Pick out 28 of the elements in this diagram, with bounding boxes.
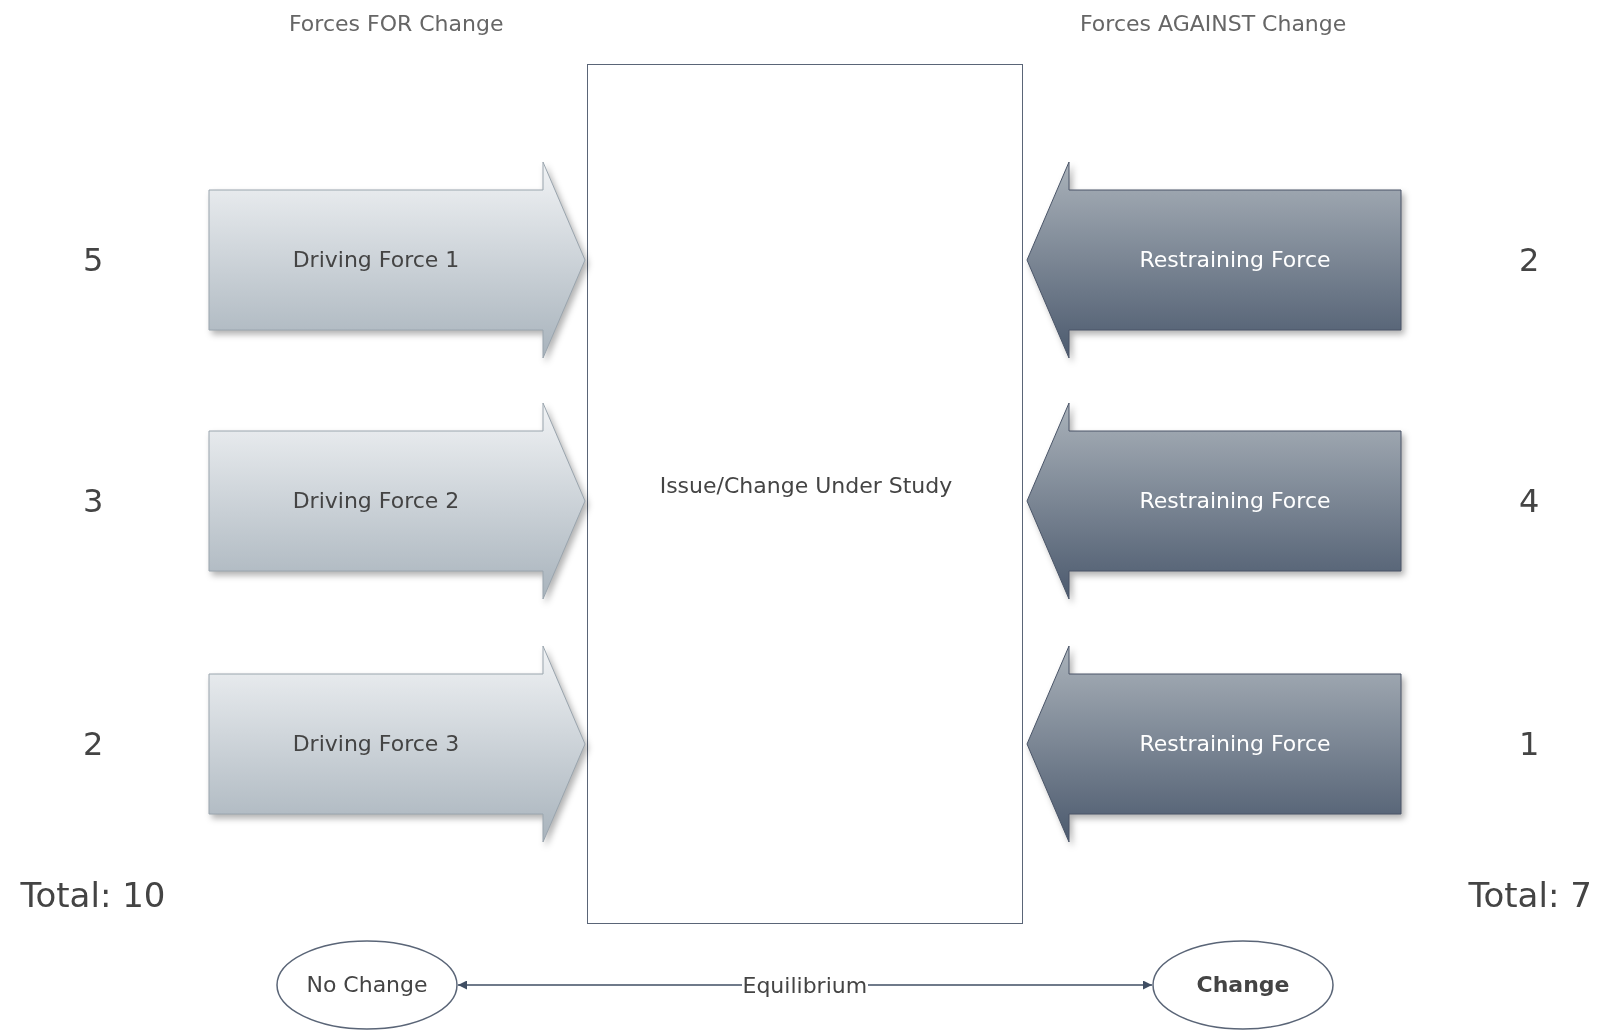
column-heading: Forces FOR Change	[289, 10, 504, 36]
total-score: Total: 10	[20, 875, 166, 915]
node-label: Driving Force 1	[292, 246, 460, 275]
issue-box	[587, 64, 1023, 924]
score: 4	[1519, 482, 1540, 520]
driving-force-arrow	[209, 162, 585, 358]
restraining-force-arrow	[1027, 403, 1401, 599]
score: 1	[1519, 725, 1540, 763]
score: 3	[83, 482, 104, 520]
node-label: No Change	[306, 971, 428, 1000]
driving-force-arrow	[209, 403, 585, 599]
node-label: Change	[1196, 971, 1290, 1000]
restraining-force-arrow	[1027, 162, 1401, 358]
state-ellipse	[1152, 940, 1334, 1030]
driving-force-arrow	[209, 646, 585, 842]
column-heading: Forces AGAINST Change	[1080, 10, 1347, 36]
restraining-force-arrow	[1027, 646, 1401, 842]
node-label: Restraining Force	[1139, 246, 1331, 275]
score: 2	[83, 725, 104, 763]
state-ellipse	[276, 940, 458, 1030]
node-label: Restraining Force	[1139, 487, 1331, 516]
node-label: Driving Force 2	[292, 487, 460, 516]
node-label: Issue/Change Under Study	[659, 472, 953, 501]
score: 5	[83, 241, 104, 279]
score: 2	[1519, 241, 1540, 279]
node-label: Driving Force 3	[292, 730, 460, 759]
node-label: Restraining Force	[1139, 730, 1331, 759]
total-score: Total: 7	[1468, 875, 1592, 915]
